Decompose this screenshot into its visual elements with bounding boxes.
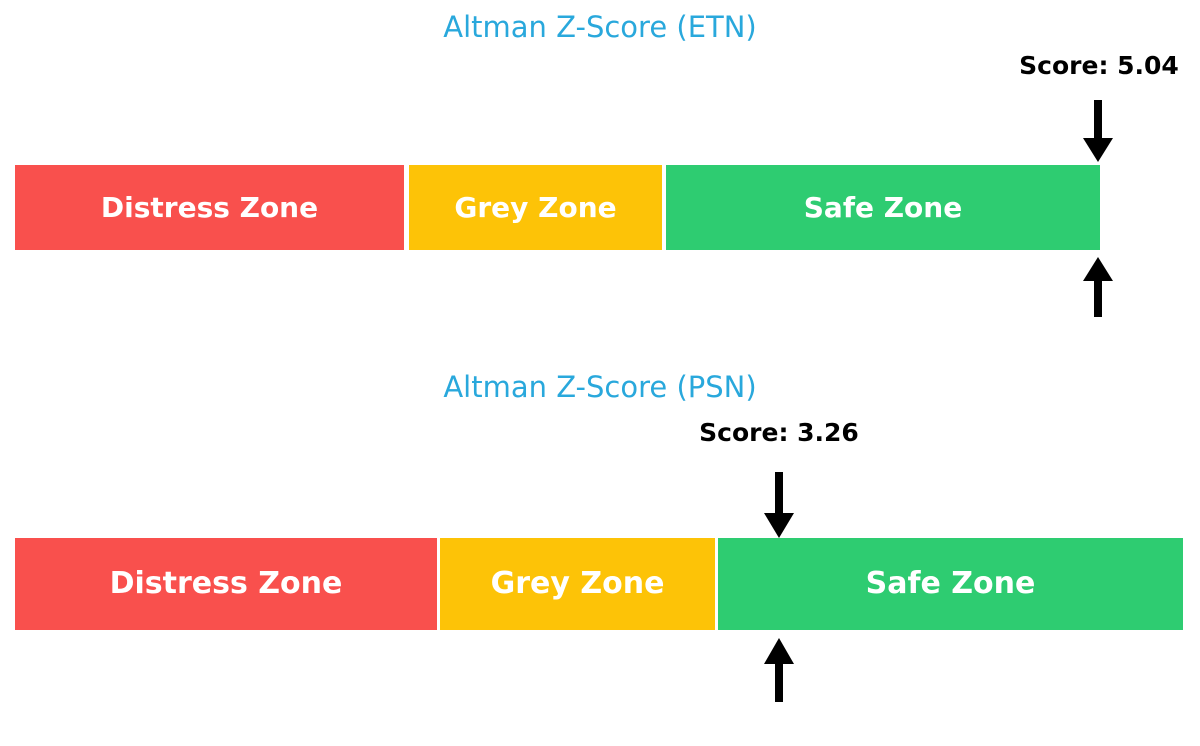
- chart-title-psn: Altman Z-Score (PSN): [443, 370, 757, 404]
- zone-segment-distress[interactable]: Distress Zone: [15, 165, 404, 250]
- score-label-etn: Score: 5.04: [1019, 51, 1179, 80]
- zone-segment-grey[interactable]: Grey Zone: [409, 165, 662, 250]
- zone-label-distress: Distress Zone: [100, 190, 319, 224]
- zone-label-grey: Grey Zone: [454, 190, 617, 224]
- zone-bar-psn: Distress Zone Grey Zone Safe Zone: [15, 538, 1183, 630]
- score-label-psn: Score: 3.26: [699, 418, 859, 447]
- chart-panel-psn: Altman Z-Score (PSN) Score: 3.26 Distres…: [0, 360, 1200, 746]
- zone-segment-grey[interactable]: Grey Zone: [440, 538, 715, 630]
- zone-segment-safe[interactable]: Safe Zone: [718, 538, 1183, 630]
- zone-label-safe: Safe Zone: [865, 566, 1036, 601]
- zone-label-distress: Distress Zone: [109, 566, 343, 601]
- arrow-down-icon: [762, 472, 796, 538]
- chart-title-etn: Altman Z-Score (ETN): [443, 10, 757, 44]
- arrow-down-icon: [1081, 100, 1115, 162]
- zone-segment-safe[interactable]: Safe Zone: [666, 165, 1100, 250]
- zone-segment-distress[interactable]: Distress Zone: [15, 538, 437, 630]
- chart-panel-etn: Altman Z-Score (ETN) Score: 5.04 Distres…: [0, 0, 1200, 340]
- arrow-up-icon: [1081, 257, 1115, 317]
- zone-label-safe: Safe Zone: [803, 190, 963, 224]
- zone-bar-etn: Distress Zone Grey Zone Safe Zone: [15, 165, 1100, 250]
- zone-label-grey: Grey Zone: [490, 566, 665, 601]
- arrow-up-icon: [762, 638, 796, 702]
